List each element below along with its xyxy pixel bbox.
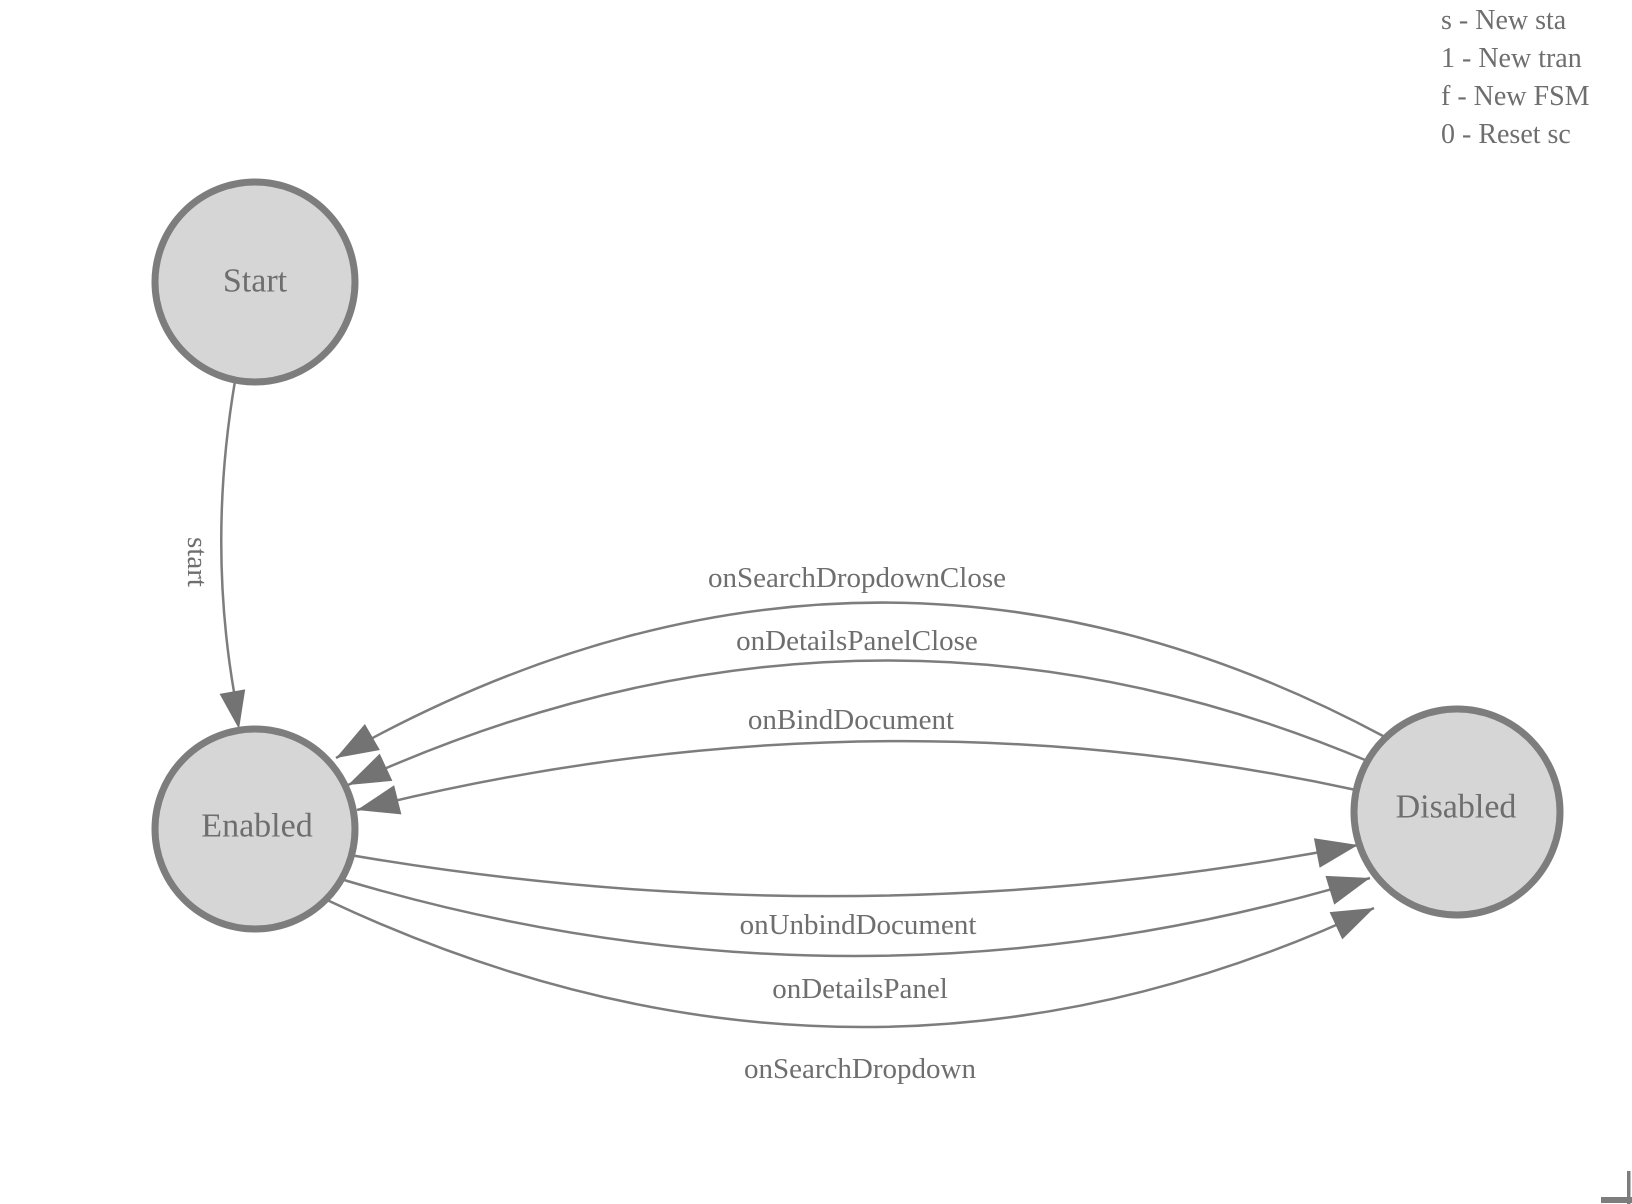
- edge-enabled-to-disabled-unbinddocument[interactable]: [349, 830, 1361, 898]
- edge-label-onsearchdropdown: onSearchDropdown: [744, 1053, 976, 1085]
- edge-label-ondetailspanel: onDetailsPanel: [772, 973, 948, 1005]
- legend-line-reset: 0 - Reset sc: [1441, 119, 1571, 150]
- resize-corner-handle[interactable]: [1601, 1171, 1632, 1204]
- start-node-circle[interactable]: [151, 178, 359, 386]
- edge-disabled-to-enabled-binddocument[interactable]: [353, 739, 1357, 824]
- legend-line-new-transition: 1 - New tran: [1441, 43, 1582, 74]
- edge-enabled-to-disabled-searchdropdown[interactable]: [326, 894, 1380, 1029]
- edge-label-onunbinddocument: onUnbindDocument: [740, 909, 977, 941]
- legend-line-new-fsm: f - New FSM: [1441, 81, 1590, 112]
- state-node-enabled[interactable]: Enabled: [151, 725, 359, 933]
- edge-curve: [349, 843, 1359, 898]
- enabled-node-circle[interactable]: [151, 725, 359, 933]
- edge-label-ondetailspanelclose: onDetailsPanelClose: [736, 625, 978, 657]
- disabled-node-circle[interactable]: [1350, 705, 1564, 919]
- arrowhead-into-enabled: [336, 724, 380, 758]
- arrowhead-into-disabled: [1313, 838, 1358, 868]
- edge-start-to-enabled[interactable]: [219, 380, 252, 731]
- legend-line-new-state: s - New sta: [1441, 5, 1567, 36]
- edge-label-start: start: [181, 537, 213, 587]
- disabled-node-label: Disabled: [1396, 789, 1517, 826]
- start-node-label: Start: [223, 263, 288, 300]
- edge-curve: [335, 601, 1386, 760]
- edge-curve: [356, 739, 1357, 812]
- edge-curve-start: [220, 380, 237, 693]
- edge-disabled-to-enabled-detailspanelclose[interactable]: [342, 659, 1371, 798]
- edge-curve: [347, 659, 1371, 787]
- edge-label-onsearchdropdownclose: onSearchDropdownClose: [708, 562, 1006, 594]
- arrowhead-into-enabled: [348, 753, 393, 785]
- edge-label-onbinddocument: onBindDocument: [748, 704, 954, 736]
- edge-enabled-to-disabled-detailspanel[interactable]: [343, 864, 1374, 958]
- enabled-node-label: Enabled: [201, 808, 312, 845]
- arrowhead-into-disabled: [1325, 875, 1370, 905]
- edge-curve: [343, 876, 1371, 958]
- edge-curve: [326, 898, 1375, 1029]
- shortcut-legend: s - New sta 1 - New tran f - New FSM 0 -…: [1441, 2, 1590, 154]
- arrowhead-into-enabled: [357, 785, 402, 815]
- edge-disabled-to-enabled-searchdropdownclose[interactable]: [329, 601, 1386, 771]
- state-node-start[interactable]: Start: [151, 178, 359, 386]
- resize-corner-vertical: [1627, 1171, 1631, 1204]
- state-node-disabled[interactable]: Disabled: [1350, 705, 1564, 919]
- arrowhead-into-enabled-top: [219, 689, 246, 729]
- arrowhead-into-disabled: [1329, 908, 1374, 940]
- resize-corner-horizontal: [1601, 1197, 1632, 1203]
